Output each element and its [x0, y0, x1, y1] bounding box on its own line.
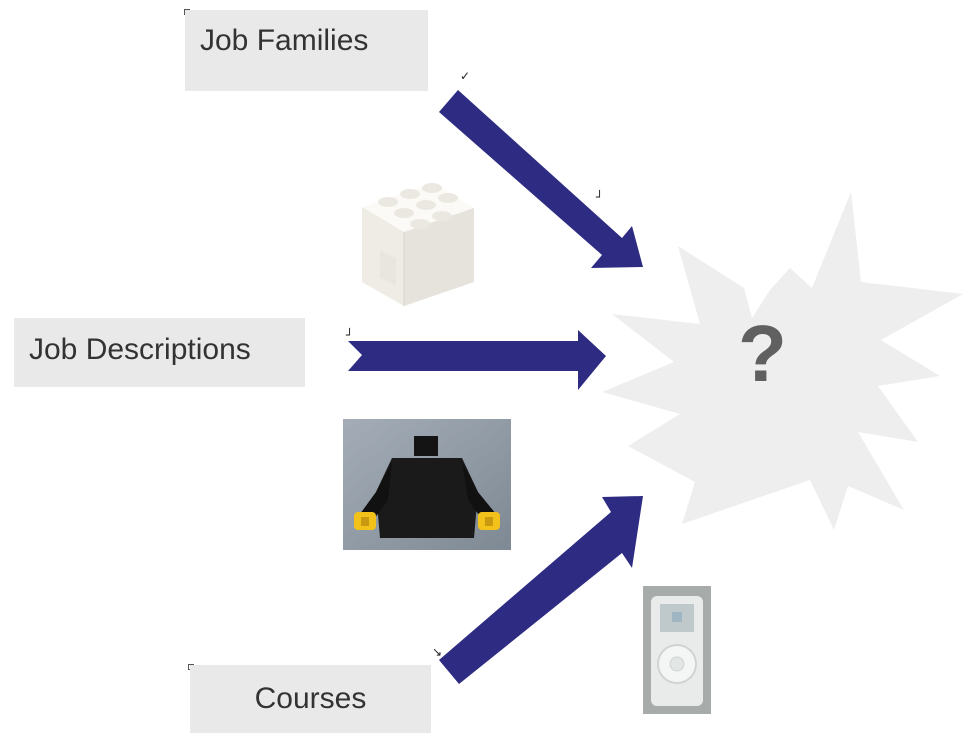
job-descriptions-label: Job Descriptions: [29, 332, 251, 366]
white-lego-brick-photo: [362, 183, 474, 306]
connector-tick: ┘: [596, 190, 604, 204]
arrow-courses: [439, 496, 643, 684]
white-media-player-photo: [643, 586, 711, 714]
job-families-box: Job Families: [185, 10, 428, 91]
courses-box: Courses: [190, 665, 431, 733]
job-descriptions-box: Job Descriptions: [14, 318, 305, 387]
connector-tick: ✓: [460, 69, 471, 83]
connector-tick: ↘: [432, 645, 443, 659]
arrow-job-descriptions: [348, 330, 606, 390]
black-minifigure-torso-photo: [343, 419, 511, 550]
starburst-shape: [602, 192, 963, 530]
arrow-job-families: [439, 90, 643, 268]
courses-label: Courses: [254, 682, 367, 715]
question-mark: ?: [738, 309, 787, 398]
job-families-label: Job Families: [200, 24, 369, 57]
connector-tick: ┘: [346, 328, 354, 342]
